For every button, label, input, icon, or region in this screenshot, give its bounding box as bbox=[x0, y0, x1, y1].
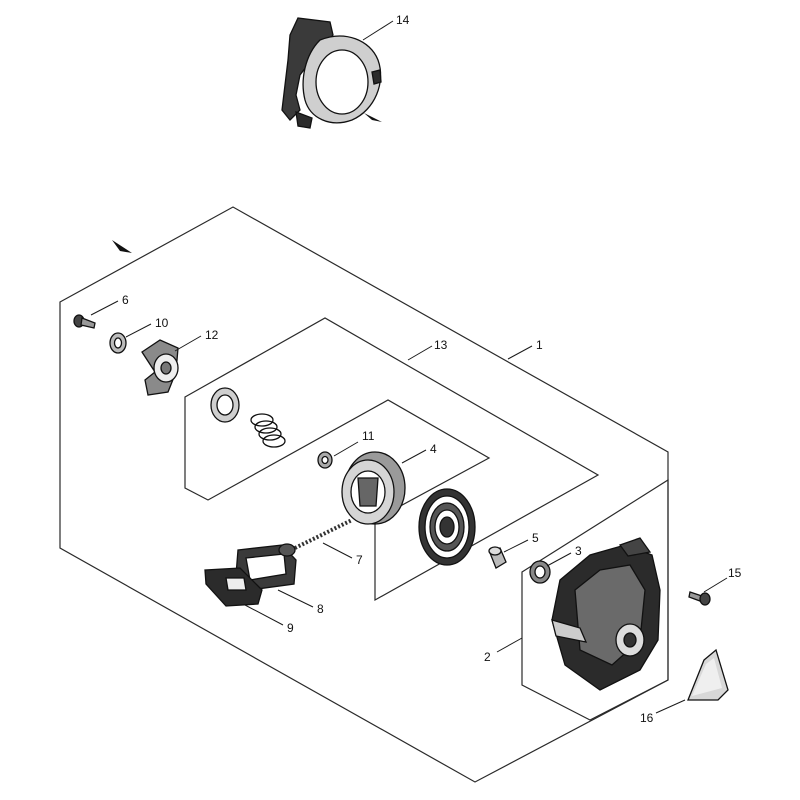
callout-6: 6 bbox=[122, 293, 129, 307]
callout-1: 1 bbox=[536, 338, 543, 352]
starter-housing-part-2 bbox=[551, 537, 661, 691]
callout-10: 10 bbox=[155, 316, 169, 330]
callout-9: 9 bbox=[287, 621, 294, 635]
spring-coil bbox=[250, 413, 286, 448]
callout-11: 11 bbox=[362, 429, 375, 443]
assembly-outline-2 bbox=[521, 478, 669, 721]
callout-2: 2 bbox=[484, 650, 491, 664]
callout-5: 5 bbox=[532, 531, 539, 545]
screw-part-6 bbox=[73, 314, 96, 329]
starter-handle-part-8 bbox=[235, 543, 297, 591]
callout-14: 14 bbox=[396, 13, 410, 27]
callout-3: 3 bbox=[575, 544, 582, 558]
callout-4: 4 bbox=[430, 442, 437, 456]
callout-8: 8 bbox=[317, 602, 324, 616]
callout-16: 16 bbox=[640, 711, 654, 725]
leader-lines bbox=[90, 20, 728, 714]
arrow-indicator-left bbox=[112, 240, 132, 253]
recoil-spring bbox=[418, 488, 476, 566]
handle-grip-part-9 bbox=[204, 567, 263, 607]
bushing-part-5 bbox=[488, 546, 507, 569]
collar-part-3 bbox=[529, 560, 551, 584]
callout-13: 13 bbox=[434, 338, 448, 352]
callout-12: 12 bbox=[205, 328, 219, 342]
starter-rope-part-7 bbox=[294, 518, 353, 550]
washer-part-10 bbox=[109, 332, 127, 354]
callout-7: 7 bbox=[356, 553, 363, 567]
callout-15: 15 bbox=[728, 566, 742, 580]
washer-part-11 bbox=[317, 451, 333, 469]
screw-part-15 bbox=[688, 591, 711, 606]
cover-piece-part-16 bbox=[687, 648, 729, 701]
ratchet-part-12 bbox=[141, 339, 179, 396]
pulley-part-4 bbox=[341, 451, 406, 525]
large-washer bbox=[210, 387, 240, 423]
fan-cover-part-14 bbox=[281, 17, 382, 129]
arrow-indicator-top bbox=[364, 113, 382, 122]
